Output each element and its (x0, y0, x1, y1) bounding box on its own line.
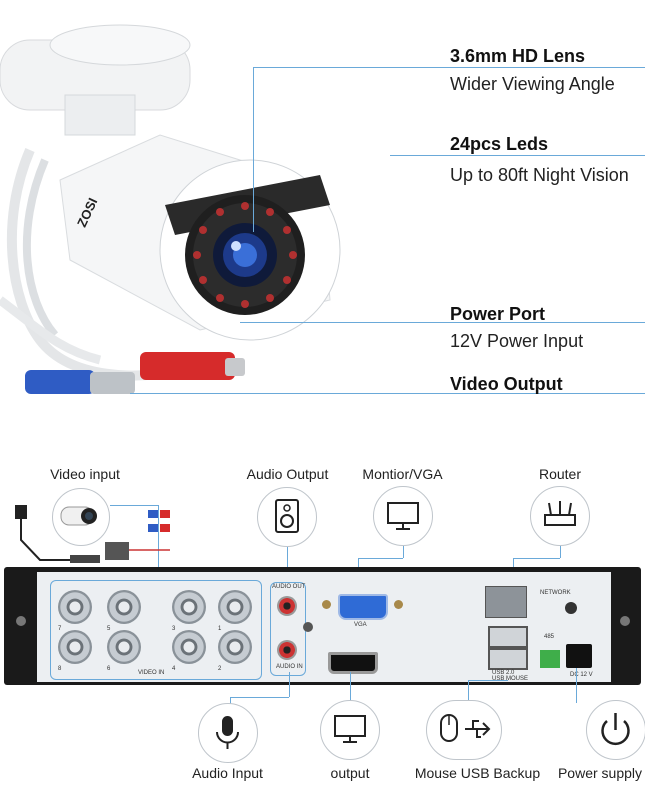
label-video-input: Video input (50, 466, 120, 482)
link-power (576, 668, 577, 703)
video-in-label: VIDEO IN (138, 670, 165, 676)
label-mouse-usb: Mouse USB Backup (414, 765, 541, 781)
link-router-h (513, 558, 560, 559)
port-num-1: 1 (218, 626, 222, 632)
callout-vline-lens (253, 67, 254, 232)
port-num-5: 5 (107, 626, 111, 632)
label-audio-input: Audio Input (192, 765, 263, 781)
camera-thumb-icon (52, 488, 110, 546)
audio-out-label: AUDIO OUT (272, 584, 306, 590)
feature-title-power: Power Port (450, 304, 546, 324)
bnc-port-1[interactable] (218, 590, 252, 624)
label-output: output (330, 765, 370, 781)
usb-port-1[interactable] (488, 626, 528, 648)
feature-subtitle-power: 12V Power Input (450, 331, 584, 351)
bnc-port-3[interactable] (172, 590, 206, 624)
feature-subtitle-leds: Up to 80ft Night Vision (450, 165, 629, 185)
callout-line-lens (253, 67, 645, 68)
vga-screw-right (394, 600, 403, 609)
ground-terminal (565, 602, 577, 614)
cable-diagram (15, 505, 170, 563)
port-num-6: 6 (107, 666, 111, 672)
router-icon (530, 486, 590, 546)
port-num-2: 2 (218, 666, 222, 672)
feature-subtitle-lens: Wider Viewing Angle (450, 74, 615, 94)
link-audio-in (289, 672, 290, 697)
vga-port[interactable] (338, 594, 388, 620)
label-router: Router (538, 466, 582, 482)
usb-label: USB 2.0 USB MOUSE (492, 670, 529, 682)
callout-line-leds (390, 155, 645, 156)
link-video-v (158, 505, 159, 593)
feature-title-lens: 3.6mm HD Lens (450, 46, 586, 66)
dc-power-port[interactable] (566, 644, 592, 668)
port-num-3: 3 (172, 626, 176, 632)
link-router (560, 546, 561, 558)
port-num-4: 4 (172, 666, 176, 672)
rs485-terminal[interactable] (540, 650, 560, 668)
screw-left (16, 616, 26, 626)
link-hdmi (350, 672, 351, 702)
link-vga-h (358, 558, 403, 559)
bnc-port-5[interactable] (107, 590, 141, 624)
callout-line-video (130, 393, 645, 394)
callout-line-power (240, 322, 645, 323)
usb-port-2[interactable] (488, 648, 528, 670)
feature-title-leds: 24pcs Leds (450, 134, 549, 154)
feature-title-video: Video Output (450, 374, 563, 394)
label-audio-output: Audio Output (246, 466, 329, 482)
ethernet-port[interactable] (485, 586, 527, 618)
audio-out-jack[interactable] (277, 596, 297, 616)
camera-illustration (0, 24, 341, 394)
label-power-supply: Power supply (557, 765, 643, 781)
port-num-8: 8 (58, 666, 62, 672)
bnc-port-6[interactable] (107, 630, 141, 664)
audio-in-label: AUDIO IN (276, 664, 303, 670)
dc-label: DC 12 V (570, 672, 593, 678)
link-video-h (110, 505, 158, 506)
display-output-icon (320, 700, 380, 760)
link-vga (403, 546, 404, 558)
microphone-icon (198, 703, 258, 763)
bnc-port-7[interactable] (58, 590, 92, 624)
bnc-port-4[interactable] (172, 630, 206, 664)
link-usb-h (468, 680, 508, 681)
hdmi-port[interactable] (328, 652, 378, 674)
mouse-usb-icon (426, 700, 502, 760)
link-audio-in-h (230, 697, 289, 698)
label-monitor-vga: Montior/VGA (362, 466, 443, 482)
vga-screw-left (322, 600, 331, 609)
screw-right (620, 616, 630, 626)
monitor-icon (373, 486, 433, 546)
vga-label: VGA (354, 622, 367, 628)
rs485-label: 485 (544, 634, 555, 640)
link-audio-in-v2 (230, 697, 231, 705)
audio-in-jack[interactable] (277, 640, 297, 660)
video-in-block (50, 580, 262, 680)
port-num-7: 7 (58, 626, 62, 632)
speaker-icon (257, 487, 317, 547)
power-icon (586, 700, 645, 760)
network-label: NETWORK (540, 590, 571, 596)
bnc-port-2[interactable] (218, 630, 252, 664)
ground-screw (303, 622, 313, 632)
link-usb (468, 680, 469, 702)
bnc-port-8[interactable] (58, 630, 92, 664)
